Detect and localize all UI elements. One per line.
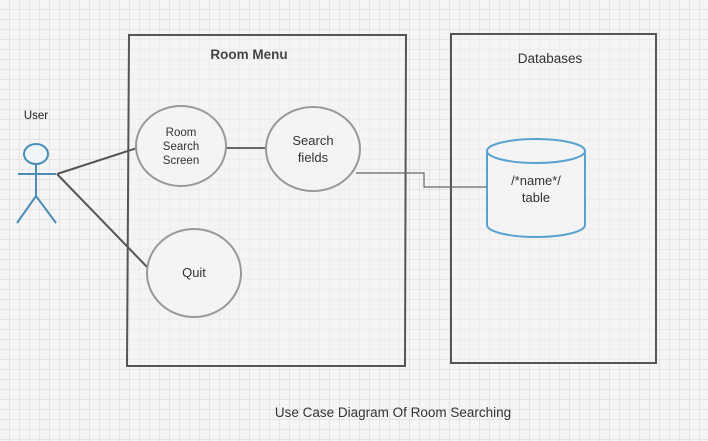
room-menu-boundary[interactable]: Room Menu [125,34,408,367]
actor-user[interactable]: User [16,110,57,224]
use-case-search-fields[interactable]: Search fields [265,106,361,192]
actor-label: User [24,110,48,122]
quit-label: Quit [182,265,206,280]
association-user-quit[interactable] [56,173,149,269]
use-case-room-search-screen[interactable]: Room Search Screen [135,105,227,187]
room-search-screen-line-3: Screen [163,155,199,167]
search-fields-line-2: fields [298,150,329,165]
databases-title: Databases [518,51,583,66]
connector-search-fields-database[interactable] [356,172,487,188]
database-table-line-1: /*name*/ [511,173,561,188]
database-table-line-2: table [522,190,550,205]
room-search-screen-line-1: Room [166,127,197,139]
room-search-screen-line-2: Search [163,141,199,153]
association-user-room-search[interactable] [56,147,138,175]
room-menu-title: Room Menu [210,47,287,62]
associations [56,147,266,269]
database-table[interactable]: /*name*/ table [486,138,586,238]
use-case-quit[interactable]: Quit [146,228,242,318]
database-cylinder-icon [486,138,586,238]
search-fields-line-1: Search [292,133,333,148]
stick-figure-icon [16,143,57,224]
diagram-caption: Use Case Diagram Of Room Searching [275,405,511,420]
